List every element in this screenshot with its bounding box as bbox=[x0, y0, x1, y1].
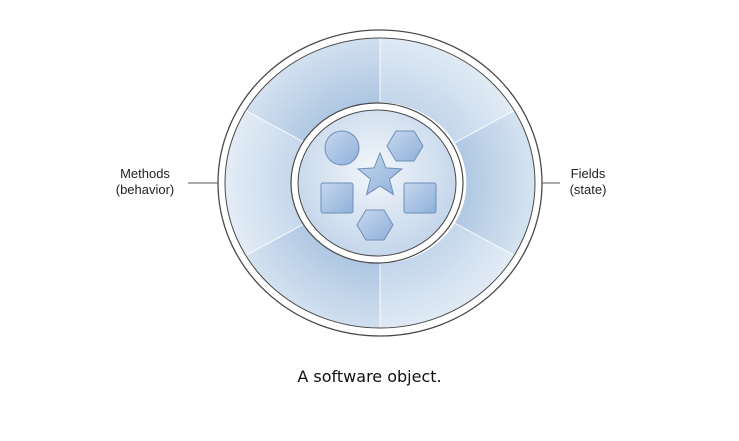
fields-name: Fields bbox=[570, 166, 606, 181]
hexagon-shape bbox=[386, 130, 424, 162]
fields-detail: (state) bbox=[569, 182, 607, 197]
square-shape bbox=[320, 182, 354, 214]
methods-label: Methods (behavior) bbox=[104, 166, 186, 198]
methods-ring-border bbox=[224, 37, 536, 329]
circle-shape bbox=[324, 130, 360, 166]
figure-caption: A software object. bbox=[297, 367, 442, 386]
methods-name: Methods bbox=[120, 166, 170, 181]
methods-detail: (behavior) bbox=[115, 182, 175, 197]
hexagon-shape bbox=[356, 209, 394, 241]
fields-label: Fields (state) bbox=[560, 166, 616, 198]
methods-ring bbox=[224, 37, 536, 329]
square-shape bbox=[403, 182, 437, 214]
star-shape bbox=[356, 151, 404, 196]
